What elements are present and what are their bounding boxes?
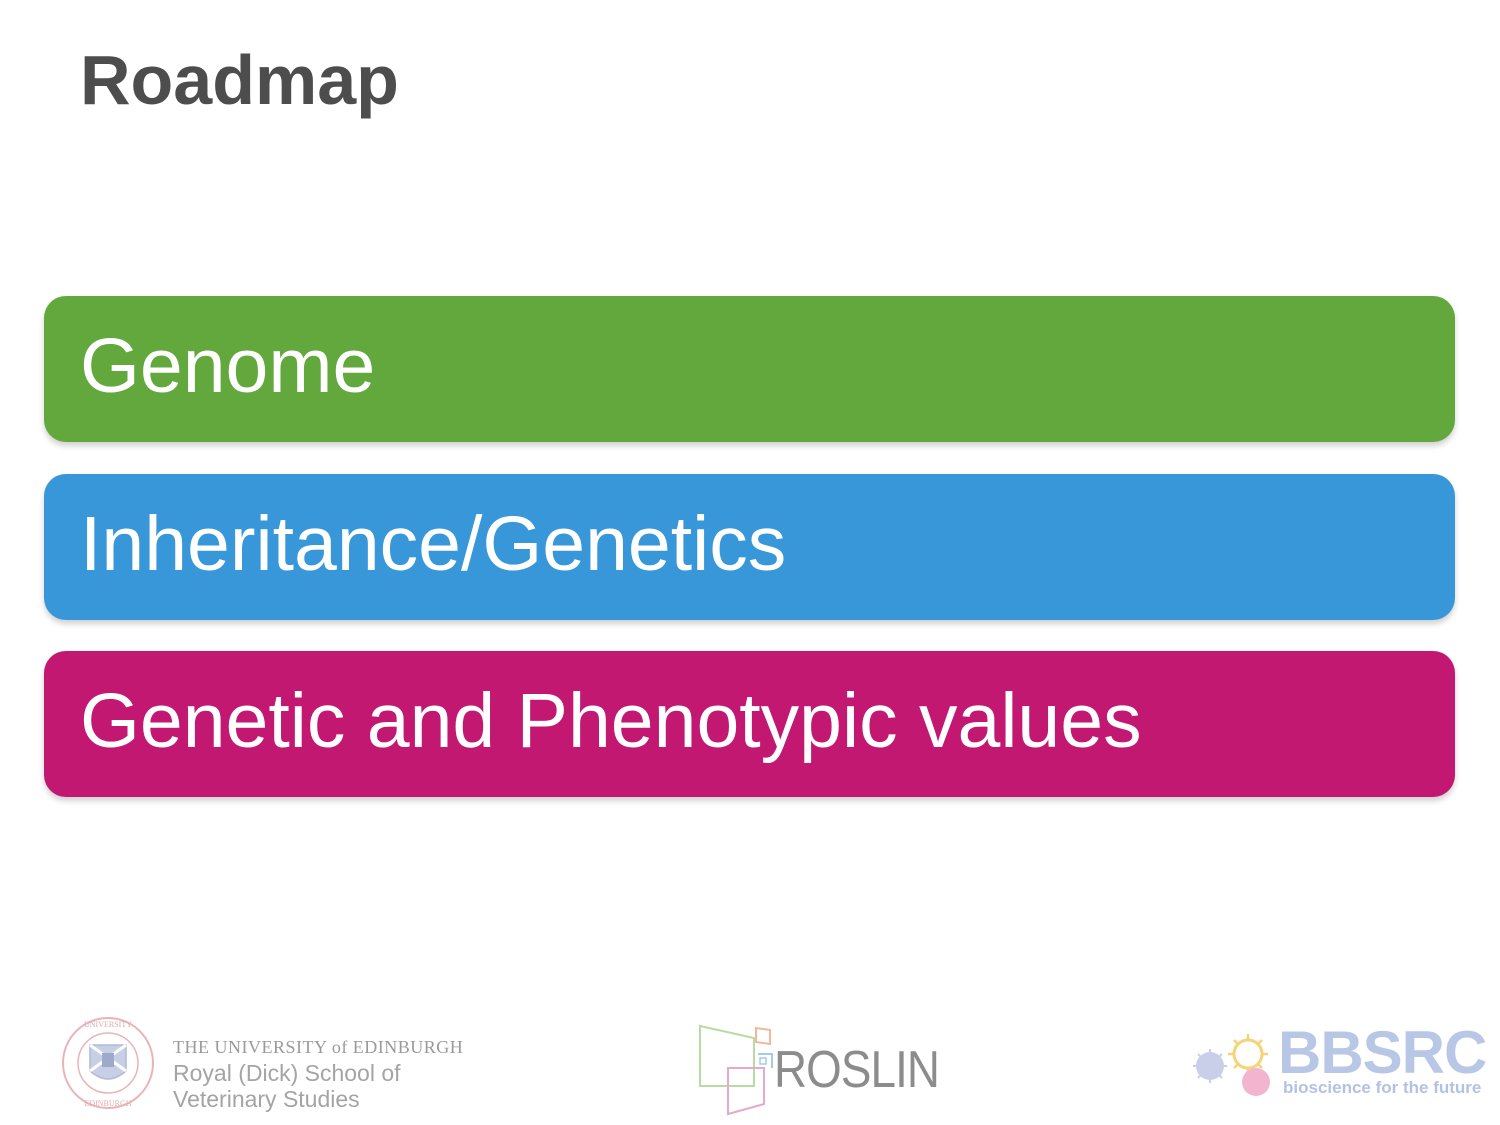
roadmap-item-label: Inheritance/Genetics [80, 500, 787, 587]
roadmap-item-label: Genome [80, 322, 376, 409]
edinburgh-logo: UNIVERSITY EDINBURGH THE UNIVERSITY of E… [60, 1015, 480, 1115]
edinburgh-school-name-line2: Veterinary Studies [173, 1086, 360, 1112]
bbsrc-molecule-icon [1193, 1034, 1270, 1096]
roslin-mark-icon [699, 1024, 773, 1116]
roadmap-item-inheritance-genetics: Inheritance/Genetics [44, 474, 1455, 620]
university-seal-icon: UNIVERSITY EDINBURGH [62, 1017, 154, 1109]
bbsrc-tagline: bioscience for the future [1283, 1078, 1482, 1097]
edinburgh-university-name: THE UNIVERSITY of EDINBURGH [173, 1037, 464, 1057]
svg-text:EDINBURGH: EDINBURGH [84, 1099, 131, 1108]
roslin-logo: ROSLIN [694, 1024, 954, 1119]
svg-text:UNIVERSITY: UNIVERSITY [84, 1020, 132, 1029]
roadmap-item-label: Genetic and Phenotypic values [80, 677, 1142, 764]
bbsrc-logo: BBSRC bioscience for the future [1190, 1019, 1487, 1122]
roadmap-item-genetic-phenotypic-values: Genetic and Phenotypic values [44, 651, 1455, 797]
roadmap-item-genome: Genome [44, 296, 1455, 442]
bbsrc-name: BBSRC [1278, 1019, 1487, 1086]
roslin-name: ROSLIN [774, 1041, 940, 1099]
slide-title: Roadmap [80, 41, 399, 119]
edinburgh-school-name-line1: Royal (Dick) School of [173, 1060, 401, 1086]
